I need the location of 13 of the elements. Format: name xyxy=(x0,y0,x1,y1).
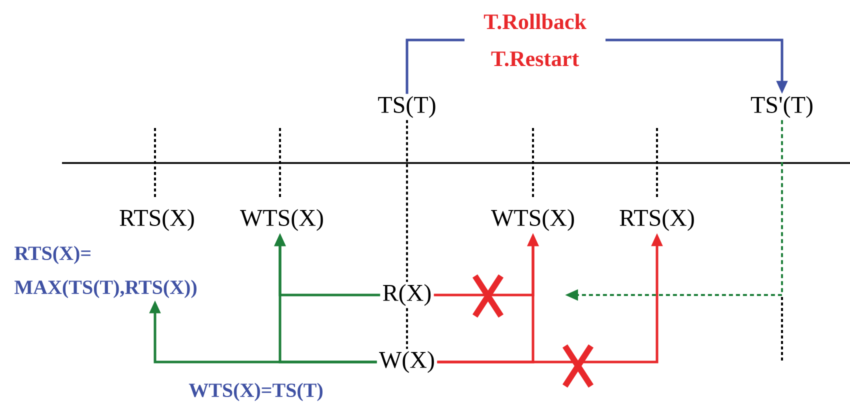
timestamp-label: RTS(X) xyxy=(120,209,194,231)
timestamp-label: RTS(X) xyxy=(620,209,694,231)
formula-text: WTS(X)=TS(T) xyxy=(188,382,322,402)
timeline xyxy=(406,120,408,282)
timestamp-label: WTS(X) xyxy=(240,209,323,231)
edge-label: T.Rollback T.Restart xyxy=(464,10,606,70)
timestamp-label: TS'(T) xyxy=(750,96,812,118)
timeline xyxy=(406,308,408,349)
timestamp-label: R(X) xyxy=(383,284,431,306)
timestamp-label: WTS(X) xyxy=(491,209,574,231)
timestamp-label: W(X) xyxy=(379,351,434,373)
formula-text: RTS(X)= MAX(TS(T),RTS(X)) xyxy=(14,246,196,298)
timestamp-label: TS(T) xyxy=(378,96,436,118)
